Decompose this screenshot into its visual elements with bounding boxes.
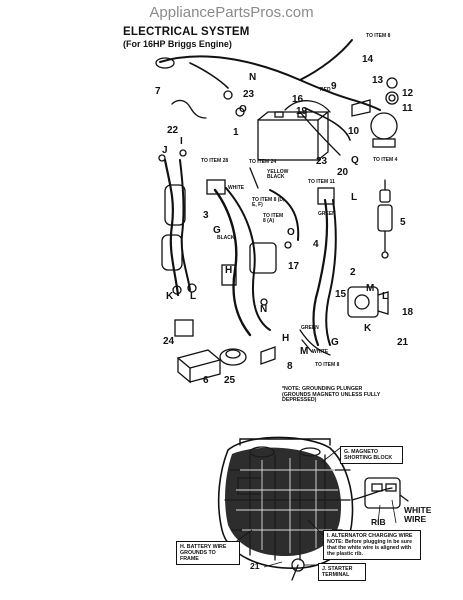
- label-item-13: 13: [372, 75, 384, 86]
- wire-label-green: GREEN: [318, 211, 336, 217]
- label-letter-k: K: [166, 291, 174, 302]
- watermark: AppliancePartsPros.com: [149, 4, 314, 21]
- to-item-24: TO ITEM 24: [249, 159, 277, 165]
- to-item-11: TO ITEM 11: [308, 179, 335, 185]
- label-letter-g-2: G: [331, 337, 339, 348]
- callout-i-alternator: I. ALTERNATOR CHARGING WIRE NOTE: Before…: [323, 530, 421, 561]
- label-letter-o-2: O: [287, 227, 295, 238]
- label-item-11: 11: [402, 103, 413, 114]
- label-item-24: 24: [163, 336, 175, 347]
- callout-g-magneto-shorting-block: G. MAGNETO SHORTING BLOCK: [340, 446, 403, 465]
- label-item-15: 15: [335, 289, 347, 300]
- to-item-8-def: TO ITEM 8 (D, E, F): [252, 197, 285, 209]
- label-item-21-lower: 21: [250, 561, 260, 571]
- label-item-5: 5: [400, 217, 406, 228]
- label-item-22: 22: [167, 125, 179, 136]
- label-letter-k-2: K: [364, 323, 372, 334]
- wire-label-black: BLACK: [217, 235, 235, 241]
- label-item-17: 17: [288, 261, 300, 272]
- label-letter-n: N: [249, 72, 257, 83]
- label-item-3: 3: [203, 210, 209, 221]
- label-rib: RIB: [371, 517, 386, 527]
- label-item-25: 25: [224, 375, 236, 386]
- label-letter-l-3: L: [382, 291, 389, 302]
- label-item-12: 12: [402, 88, 414, 99]
- title-line-1: ELECTRICAL SYSTEM: [123, 26, 250, 38]
- label-letter-m: M: [366, 283, 375, 294]
- label-item-9: 9: [331, 81, 337, 92]
- label-item-14: 14: [362, 54, 374, 65]
- callout-i-note: NOTE: Before plugging in be sure that th…: [327, 539, 413, 558]
- label-letter-j: J: [162, 145, 168, 156]
- label-item-23b: 23: [316, 156, 328, 167]
- label-letter-o: O: [239, 104, 247, 115]
- label-letter-h: H: [225, 265, 233, 276]
- to-item-8-bottom: TO ITEM 8: [315, 362, 340, 368]
- label-item-10: 10: [348, 126, 360, 137]
- wire-label-white: WHITE: [228, 185, 245, 191]
- label-letter-l: L: [190, 291, 197, 302]
- label-item-2: 2: [350, 267, 356, 278]
- label-item-18: 18: [402, 307, 414, 318]
- wire-label-red: RED: [320, 87, 331, 93]
- to-item-4: TO ITEM 4: [373, 157, 398, 163]
- label-item-8: 8: [287, 361, 293, 372]
- to-item-8-a: TO ITEM 8 (A): [263, 213, 284, 225]
- wire-label-yellow-black: YELLOW BLACK: [267, 169, 289, 181]
- grounding-note: *NOTE: GROUNDING PLUNGER (GROUNDS MAGNET…: [282, 386, 381, 404]
- label-letter-m-2: M: [300, 346, 309, 357]
- label-item-19: 19: [296, 106, 308, 117]
- label-letter-h-2: H: [282, 333, 290, 344]
- callout-h-battery-wire: H. BATTERY WIRE GROUNDS TO FRAME: [176, 541, 240, 566]
- label-letter-q: Q: [351, 155, 359, 166]
- wire-label-green-2: GREEN: [301, 325, 319, 331]
- wire-label-white-2: WHITE: [312, 349, 329, 355]
- to-item-8-top: TO ITEM 8: [366, 33, 391, 39]
- label-letter-n-2: N: [260, 304, 268, 315]
- label-item-1: 1: [233, 127, 239, 138]
- to-item-28: TO ITEM 28: [201, 158, 229, 164]
- label-white-wire: WHITE WIRE: [404, 505, 432, 524]
- diagram-title: ELECTRICAL SYSTEM (For 16HP Briggs Engin…: [123, 26, 250, 49]
- title-line-2: (For 16HP Briggs Engine): [123, 39, 232, 49]
- label-letter-i: I: [180, 136, 183, 147]
- label-letter-g: G: [213, 225, 221, 236]
- callout-i-title: I. ALTERNATOR CHARGING WIRE: [327, 533, 413, 539]
- label-item-7: 7: [155, 86, 161, 97]
- label-item-21: 21: [397, 337, 409, 348]
- label-letter-l-2: L: [351, 192, 358, 203]
- label-item-6: 6: [203, 375, 209, 386]
- callout-j-starter-terminal: J. STARTER TERMINAL: [318, 563, 366, 582]
- label-item-16: 16: [292, 94, 304, 105]
- label-item-4: 4: [313, 239, 319, 250]
- label-item-23: 23: [243, 89, 255, 100]
- label-item-20: 20: [337, 167, 349, 178]
